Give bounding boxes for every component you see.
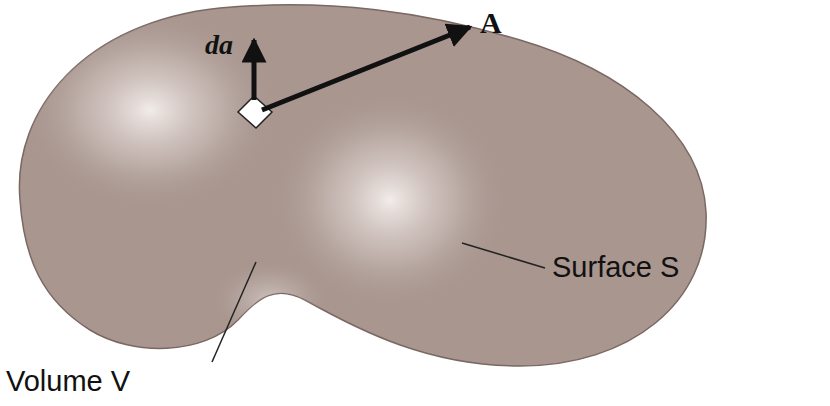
da-arrow xyxy=(252,40,257,100)
surface-outline xyxy=(19,5,706,366)
leader-line xyxy=(462,243,545,268)
leader-line xyxy=(212,262,256,362)
a-vector-arrow xyxy=(262,27,470,110)
area-element xyxy=(238,96,272,128)
shading xyxy=(20,10,510,340)
surface-label: Surface S xyxy=(552,252,679,284)
vector-label: da xyxy=(205,30,233,61)
volume-label: Volume V xyxy=(6,366,130,398)
vector-label: A xyxy=(480,6,502,39)
